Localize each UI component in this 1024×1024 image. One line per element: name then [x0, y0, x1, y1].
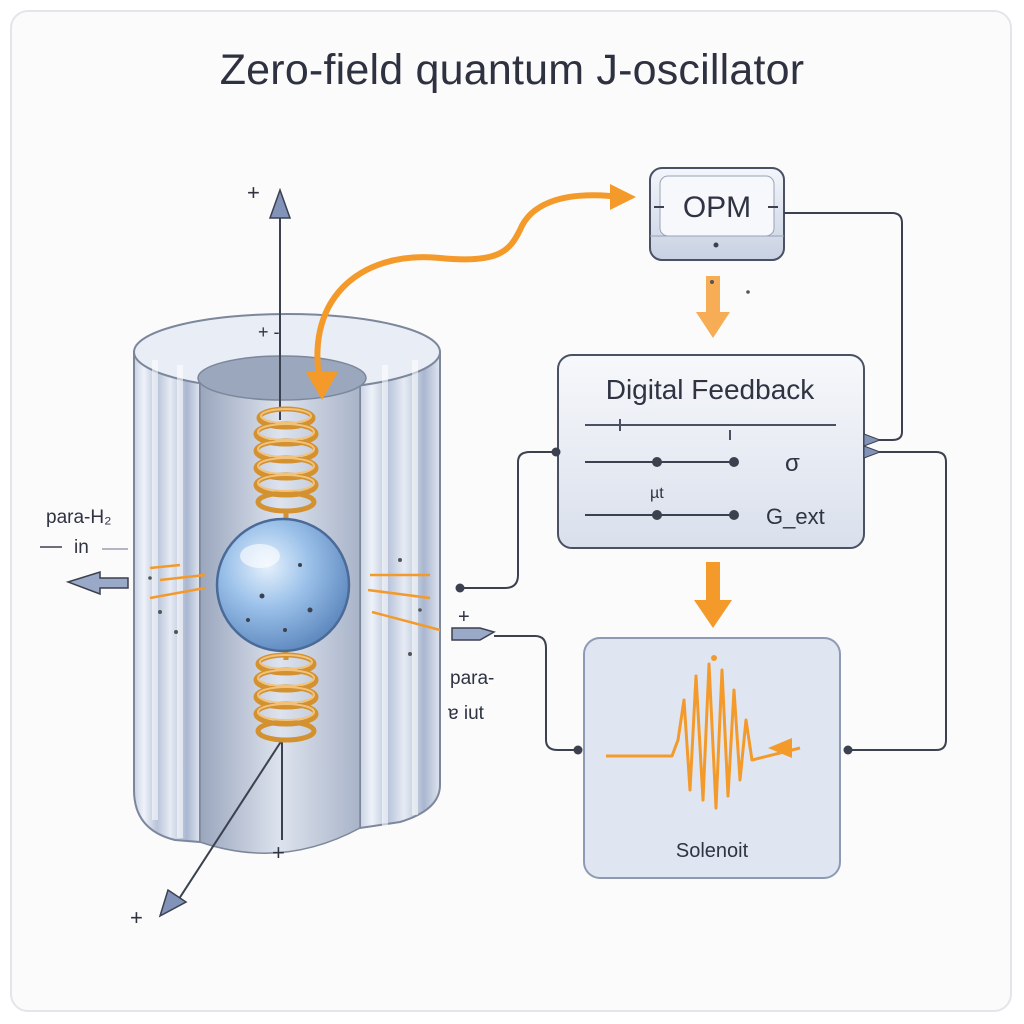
opm-label: OPM: [683, 191, 751, 224]
signal-arrowhead-cylinder: [306, 372, 338, 400]
feedback-input-connector: [863, 433, 882, 459]
feedback-gext-label: G_ext: [766, 504, 825, 529]
plus-mark-top: +: [247, 180, 260, 205]
connection-wires: [458, 212, 947, 751]
z-axis-arrowhead: [268, 187, 292, 219]
plus-mark-right: +: [458, 606, 470, 628]
speckles: [148, 280, 750, 656]
para-in-arrow: [65, 570, 129, 596]
diagonal-axis-line: [174, 739, 283, 906]
feedback-sigma-label: σ: [785, 450, 800, 477]
para-out-label: para-: [450, 668, 494, 689]
solenoid-panel: [583, 637, 841, 879]
plus-mark-corner: +: [130, 905, 143, 930]
sample-sphere: [215, 517, 351, 653]
opm-to-feedback-arrow: [696, 276, 730, 338]
para-in-label-2: in: [74, 537, 89, 558]
plus-mark-lower: +: [272, 840, 285, 865]
sphere-particles: [246, 563, 313, 632]
para-out-label-2: ɐ iut: [448, 703, 485, 724]
solenoid-oscillation-waveform: [606, 662, 801, 810]
signal-arrowhead-opm: [610, 184, 636, 210]
feedback-slider-end-1: [729, 457, 739, 467]
diagram-title: Zero-field quantum J-oscillator: [219, 46, 805, 94]
feedback-slider-end-2: [729, 510, 739, 520]
waveform-arrowhead: [768, 738, 792, 758]
para-in-label: para-H₂: [46, 507, 111, 528]
feedback-to-solenoid-arrow: [694, 562, 732, 628]
para-out-arrow: [451, 627, 496, 641]
sphere-highlight: [240, 544, 280, 568]
opm-indicator-dot: [713, 242, 719, 248]
digital-feedback-title: Digital Feedback: [606, 374, 816, 405]
feedback-slider-knob-2: [652, 510, 662, 520]
field-lines-left: [149, 563, 206, 600]
signal-arrow-to-opm: [314, 192, 613, 395]
upper-coil-highlight: [257, 408, 315, 492]
feedback-mu-label: µt: [650, 485, 664, 502]
lower-coil-highlight: [257, 654, 315, 721]
diagonal-axis-arrowhead: [158, 888, 188, 918]
opm-sensor-box: [649, 167, 785, 261]
minus-plus-mark: + -: [258, 322, 280, 342]
feedback-slider-knob-1: [652, 457, 662, 467]
solenoid-label: Solenoit: [676, 840, 749, 862]
wire-connectors: [455, 447, 853, 755]
waveform-peak-dot: [711, 655, 717, 661]
field-lines-right: [367, 573, 441, 632]
